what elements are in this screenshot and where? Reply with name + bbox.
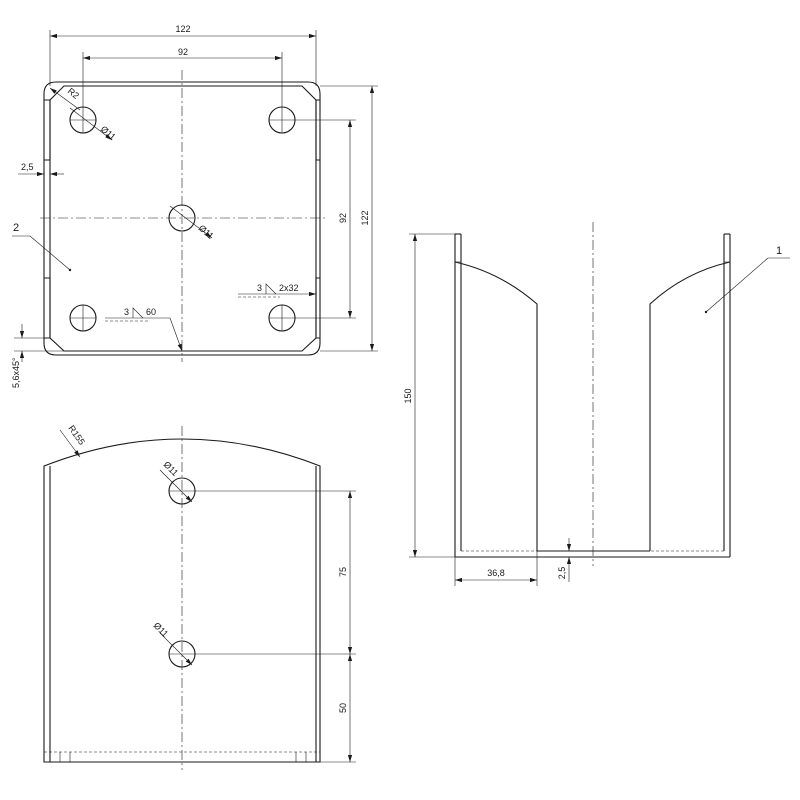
top-right-flange-lower bbox=[315, 277, 320, 339]
top-plate-outline bbox=[43, 81, 321, 356]
weld-left-size: 3 bbox=[124, 307, 129, 317]
part-number-2: 2 bbox=[13, 222, 19, 234]
leader-side-hole-upper bbox=[159, 469, 193, 503]
dim-side-hole-to-bottom: 50 bbox=[338, 703, 348, 713]
dim-thickness: 2,5 bbox=[21, 162, 34, 172]
dim-hole-a: Ø11 bbox=[99, 124, 118, 142]
leader-r155 bbox=[59, 429, 81, 458]
front-left-flange bbox=[454, 261, 538, 551]
leader-part-1 bbox=[705, 257, 769, 313]
weld-left-length: 60 bbox=[146, 307, 156, 317]
part-number-1: 1 bbox=[776, 245, 782, 257]
side-outline bbox=[43, 438, 321, 763]
leader-hole-a bbox=[69, 107, 113, 141]
dim-chamfer: 5,6x45° bbox=[11, 357, 21, 388]
top-plate-inner-outline bbox=[49, 85, 317, 352]
front-right-flange bbox=[649, 261, 731, 551]
front-view: 150 36,8 2,5 1 bbox=[403, 222, 790, 586]
dim-arc-radius: R155 bbox=[66, 423, 87, 446]
dim-front-height: 150 bbox=[403, 388, 413, 403]
dim-corner-radius: R2 bbox=[66, 86, 81, 101]
top-view: 122 92 122 92 R2 Ø11 Ø11 2,5 bbox=[11, 24, 378, 388]
leader-r2 bbox=[49, 87, 81, 111]
dim-side-hole-upper: Ø11 bbox=[162, 459, 181, 478]
weld-right-length: 2x32 bbox=[279, 283, 299, 293]
dim-hole-spacing-x: 92 bbox=[178, 47, 188, 57]
weld-left-arrow bbox=[169, 317, 183, 352]
dim-side-hole-lower: Ø11 bbox=[152, 620, 171, 639]
dim-hole-b: Ø11 bbox=[197, 223, 216, 241]
top-left-flange bbox=[44, 99, 51, 161]
leader-hole-b bbox=[169, 205, 213, 239]
weld-right-size: 3 bbox=[257, 283, 262, 293]
dim-overall-width: 122 bbox=[175, 24, 190, 34]
side-view: R155 Ø11 Ø11 75 50 bbox=[43, 423, 356, 770]
leader-side-hole-lower bbox=[159, 632, 193, 666]
dim-hole-spacing-y: 92 bbox=[338, 213, 348, 223]
dim-overall-height: 122 bbox=[360, 210, 370, 225]
dim-base-thickness: 2,5 bbox=[557, 567, 567, 580]
top-right-flange bbox=[315, 99, 320, 161]
dim-flange-width: 36,8 bbox=[487, 568, 505, 578]
top-left-flange-lower bbox=[44, 277, 51, 339]
dim-side-hole-spacing: 75 bbox=[338, 567, 348, 577]
top-hole-center bbox=[168, 204, 196, 232]
